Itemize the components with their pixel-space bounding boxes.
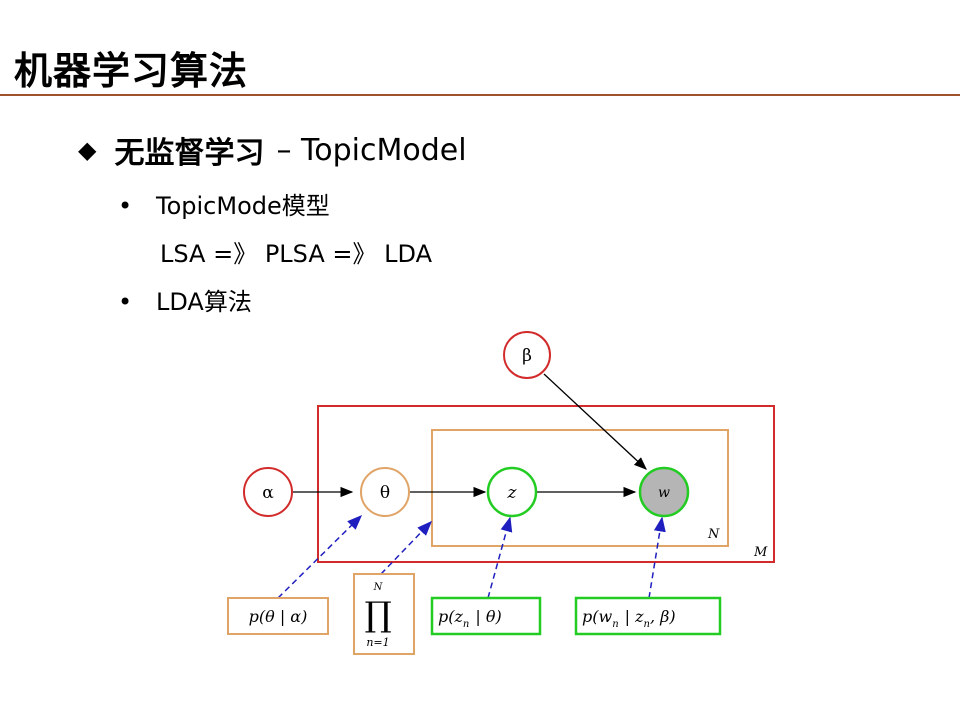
main-bullet-bold: 无监督学习: [114, 136, 265, 171]
edge-beta-w: [543, 373, 647, 470]
node-theta: θ: [360, 467, 410, 517]
list-item: LSA =》 PLSA =》 LDA: [160, 234, 432, 269]
bullet-dot: •: [118, 288, 133, 316]
formula-p-w-head: p(w: [582, 607, 612, 626]
title-divider: [0, 94, 960, 96]
formula-p-theta-text: p(θ | α): [249, 607, 308, 626]
formula-p-z: p(zn | θ): [430, 596, 542, 636]
list-item: • TopicMode模型: [118, 186, 330, 221]
formula-product: N ∏ n=1: [353, 573, 415, 655]
pointer-p-theta: [277, 514, 363, 599]
formula-p-w-mid: | z: [625, 607, 644, 626]
slide-title: 机器学习算法: [14, 49, 249, 93]
node-alpha: α: [243, 467, 293, 517]
node-alpha-label: α: [262, 483, 274, 503]
list-item-text: TopicMode模型: [156, 192, 330, 220]
node-z: z: [486, 466, 538, 518]
list-item-text: LSA =》 PLSA =》 LDA: [160, 240, 432, 268]
pointer-product: [380, 520, 433, 575]
formula-p-w: p(wn| zn, β): [574, 596, 722, 636]
node-beta: β: [503, 331, 551, 379]
formula-p-w-sub1: n: [612, 619, 618, 630]
main-bullet-rest: – TopicModel: [276, 132, 467, 168]
formula-product-top: N: [373, 582, 384, 593]
node-z-label: z: [507, 483, 518, 503]
formula-p-z-head: p(z: [438, 607, 463, 626]
node-theta-label: θ: [380, 483, 390, 503]
formula-p-z-sub: n: [463, 619, 469, 630]
formula-product-bottom: n=1: [366, 636, 389, 649]
inner-plate-label: N: [707, 527, 720, 542]
formula-p-w-tail: , β): [650, 607, 676, 626]
main-bullet: ◆ 无监督学习 – TopicModel: [78, 128, 467, 172]
formula-product-symbol: ∏: [364, 595, 391, 635]
inner-plate: [431, 429, 729, 547]
formula-p-w-text: p(wn| zn, β): [582, 607, 676, 630]
formula-p-w-sub2: n: [644, 619, 650, 630]
node-w: w: [638, 466, 690, 518]
pointer-p-w: [648, 516, 666, 599]
formula-p-z-text: p(zn | θ): [438, 607, 502, 630]
diamond-bullet-icon: ◆: [78, 136, 97, 164]
lda-plate-diagram: M N α θ z w β: [226, 326, 779, 656]
node-w-label: w: [658, 485, 670, 501]
list-item: • LDA算法: [118, 282, 252, 317]
bullet-dot: •: [118, 192, 133, 220]
outer-plate: [317, 405, 775, 563]
formula-p-theta: p(θ | α): [227, 597, 329, 635]
pointer-p-z: [487, 516, 513, 599]
formula-p-z-tail: | θ): [475, 607, 501, 626]
outer-plate-label: M: [753, 545, 768, 560]
node-beta-label: β: [522, 346, 532, 366]
list-item-text: LDA算法: [156, 288, 252, 316]
